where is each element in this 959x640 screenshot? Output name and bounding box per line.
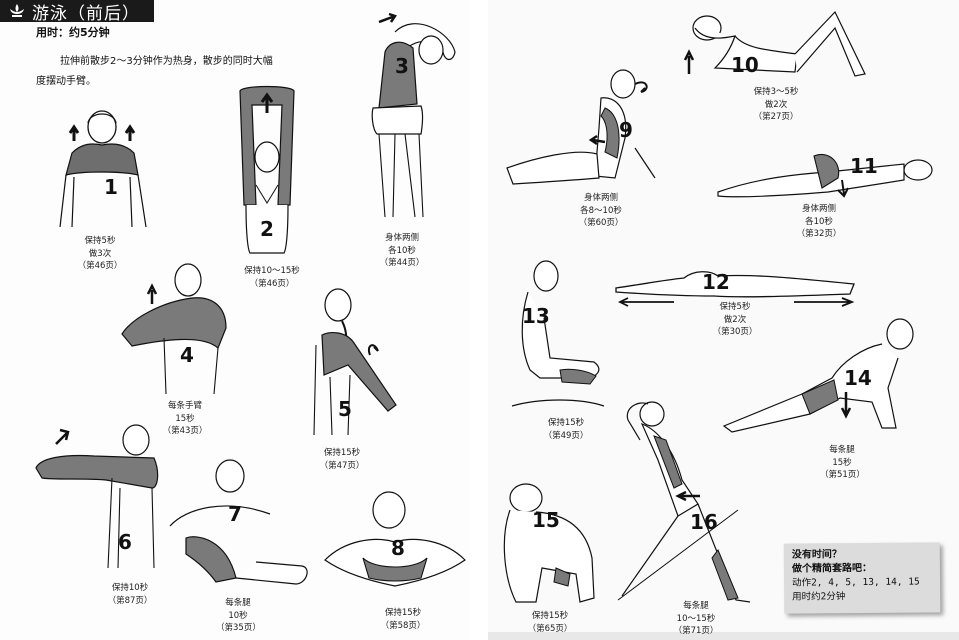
exercise-9-figure: 9 [505, 68, 665, 188]
exercise-number: 3 [395, 54, 409, 78]
exercise-5-caption: 保持15秒 （第47页） [319, 448, 365, 471]
exercise-number: 4 [180, 343, 194, 367]
duration-label: 用时：约5分钟 [36, 26, 110, 39]
exercise-3-caption: 身体两侧 各10秒 （第44页） [379, 233, 425, 268]
calf-stretch-illustration [617, 401, 751, 603]
tip-subheading: 做个精简套路吧： [791, 562, 872, 575]
exercise-12-caption: 保持5秒 做2次 （第30页） [712, 302, 758, 337]
exercise-10-caption: 保持3～5秒 做2次 （第27页） [753, 87, 799, 122]
seated-hamstring-illustration [169, 459, 308, 585]
exercise-1-figure: 1 [52, 105, 172, 230]
exercise-2-figure: 2 [232, 85, 302, 255]
exercise-3-figure: 3 [365, 12, 456, 222]
exercise-number: 5 [338, 397, 352, 421]
exercise-2-caption: 保持10～15秒 （第46页） [244, 266, 300, 289]
butterfly-stretch-illustration [324, 491, 466, 587]
seated-twist-illustration [506, 69, 656, 185]
exercise-10-figure: 10 [683, 8, 870, 83]
side-bend-illustration [371, 12, 456, 218]
exercise-15-caption: 保持15秒 （第65页） [527, 611, 573, 634]
overhead-reach-illustration [239, 85, 295, 254]
exercise-6-caption: 保持10秒 （第87页） [107, 583, 153, 606]
exercise-4-figure: 4 [121, 258, 232, 398]
exercise-12-figure: 12 [614, 264, 859, 312]
exercise-1-caption: 保持5秒 做3次 （第46页） [77, 236, 123, 271]
exercise-7-figure: 7 [166, 458, 322, 598]
exercise-9-caption: 身体两侧 各8～10秒 （第60页） [578, 193, 624, 228]
exercise-8-caption: 保持15秒 （第58页） [380, 608, 426, 631]
tip-moves: 动作2, 4, 5, 13, 14, 15 [791, 576, 920, 589]
exercise-13-figure: 13 [510, 258, 610, 410]
exercise-number: 11 [850, 154, 878, 178]
kneeling-stretch-illustration [511, 260, 605, 407]
section-title: 游泳（前后） [32, 3, 140, 24]
deep-squat-illustration [503, 483, 595, 603]
exercise-number: 10 [731, 53, 759, 77]
exercise-4-caption: 每条手臂 15秒 （第43页） [162, 401, 208, 436]
wall-shoulder-stretch-illustration [35, 424, 159, 569]
exercise-6-figure: 6 [34, 418, 164, 578]
exercise-7-caption: 每条腿 10秒 （第35页） [216, 598, 261, 633]
intro-paragraph: 拉伸前散步2～3分钟作为热身，散步的同时大幅度摆动手臂。 [36, 56, 273, 87]
exercise-number: 13 [522, 304, 550, 328]
exercise-11-figure: 11 [717, 148, 938, 200]
chest-opener-illustration [313, 288, 397, 436]
cross-arm-stretch-illustration [121, 263, 227, 395]
exercise-13-caption: 保持15秒 （第49页） [543, 418, 589, 441]
exercise-number: 6 [118, 530, 132, 554]
book-gutter [470, 0, 488, 640]
exercise-16-figure: 16 [617, 400, 753, 608]
exercise-number: 12 [702, 270, 730, 294]
shoulder-shrug-illustration [59, 110, 147, 228]
exercise-8-figure: 8 [324, 490, 466, 600]
exercise-11-caption: 身体两侧 各10秒 （第32页） [796, 204, 842, 239]
exercise-number: 15 [532, 508, 560, 532]
quick-routine-tip: 没有时间？ 做个精简套路吧： 动作2, 4, 5, 13, 14, 15 用时约… [783, 542, 941, 614]
exercise-number: 9 [619, 118, 633, 142]
lotus-icon [10, 4, 24, 17]
exercise-5-figure: 5 [306, 285, 406, 440]
page-edge [488, 632, 959, 640]
tip-heading: 没有时间？ [791, 549, 842, 561]
tip-duration: 用时约2分钟 [792, 591, 846, 603]
exercise-14-figure: 14 [722, 318, 922, 436]
exercise-number: 7 [228, 502, 242, 526]
full-body-stretch-illustration [615, 271, 855, 307]
exercise-number: 16 [690, 510, 718, 534]
exercise-number: 8 [391, 536, 405, 560]
exercise-14-caption: 每条腿 15秒 （第51页） [820, 445, 865, 480]
exercise-16-caption: 每条腿 10～15秒 （第71页） [673, 601, 719, 636]
lunge-stretch-illustration [722, 318, 914, 433]
crunch-illustration [683, 10, 866, 77]
lying-quad-stretch-illustration [717, 154, 933, 198]
exercise-number: 1 [104, 175, 118, 199]
section-title-bar: 游泳（前后） [0, 0, 154, 24]
exercise-15-figure: 15 [496, 478, 596, 608]
exercise-number: 14 [844, 366, 872, 390]
exercise-number: 2 [260, 217, 274, 241]
